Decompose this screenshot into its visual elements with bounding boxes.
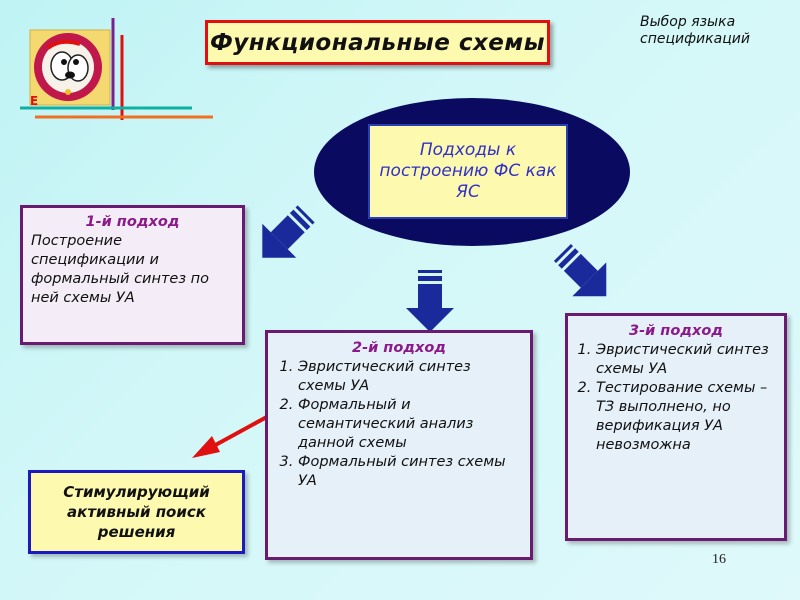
svg-text:E: E <box>30 94 38 108</box>
list-item: Формальный и семантический анализ данной… <box>298 396 522 453</box>
page-title: Функциональные схемы <box>205 20 550 65</box>
center-topic-text: Подходы к построению ФС как ЯС <box>379 140 557 202</box>
arrow-to-approach2-icon <box>406 270 454 332</box>
approach3-box: 3-й подход Эвристический синтез схемы УА… <box>565 313 787 541</box>
approach1-heading: 1-й подход <box>85 214 180 230</box>
list-item: Формальный синтез схемы УА <box>298 453 522 491</box>
section-note: Выбор языка спецификаций <box>640 14 750 47</box>
approach1-text: Построение спецификации и формальный син… <box>31 233 209 306</box>
approach2-box: 2-й подход Эвристический синтез схемы УА… <box>265 330 533 560</box>
approach1-box: 1-й подход Построение спецификации и фор… <box>20 205 245 345</box>
arrow-to-approach3-icon <box>553 243 607 297</box>
approach3-list: Эвристический синтез схемы УА Тестирован… <box>574 341 778 455</box>
arrow-to-approach1-icon <box>262 205 315 258</box>
approach2-heading: 2-й подход <box>351 340 447 356</box>
approach3-heading: 3-й подход <box>628 323 724 339</box>
stimulus-text: Стимулирующий активный поиск решения <box>63 483 210 541</box>
center-topic-box: Подходы к построению ФС как ЯС <box>368 124 568 219</box>
stimulus-box: Стимулирующий активный поиск решения <box>28 470 245 554</box>
list-item: Эвристический синтез схемы УА <box>298 358 522 396</box>
page-number: 16 <box>712 552 726 567</box>
list-item: Эвристический синтез схемы УА <box>596 341 778 379</box>
list-item: Тестирование схемы – ТЗ выполнено, но ве… <box>596 379 778 455</box>
approach2-list: Эвристический синтез схемы УА Формальный… <box>276 358 522 491</box>
mascot-logo-icon: E <box>29 29 111 108</box>
